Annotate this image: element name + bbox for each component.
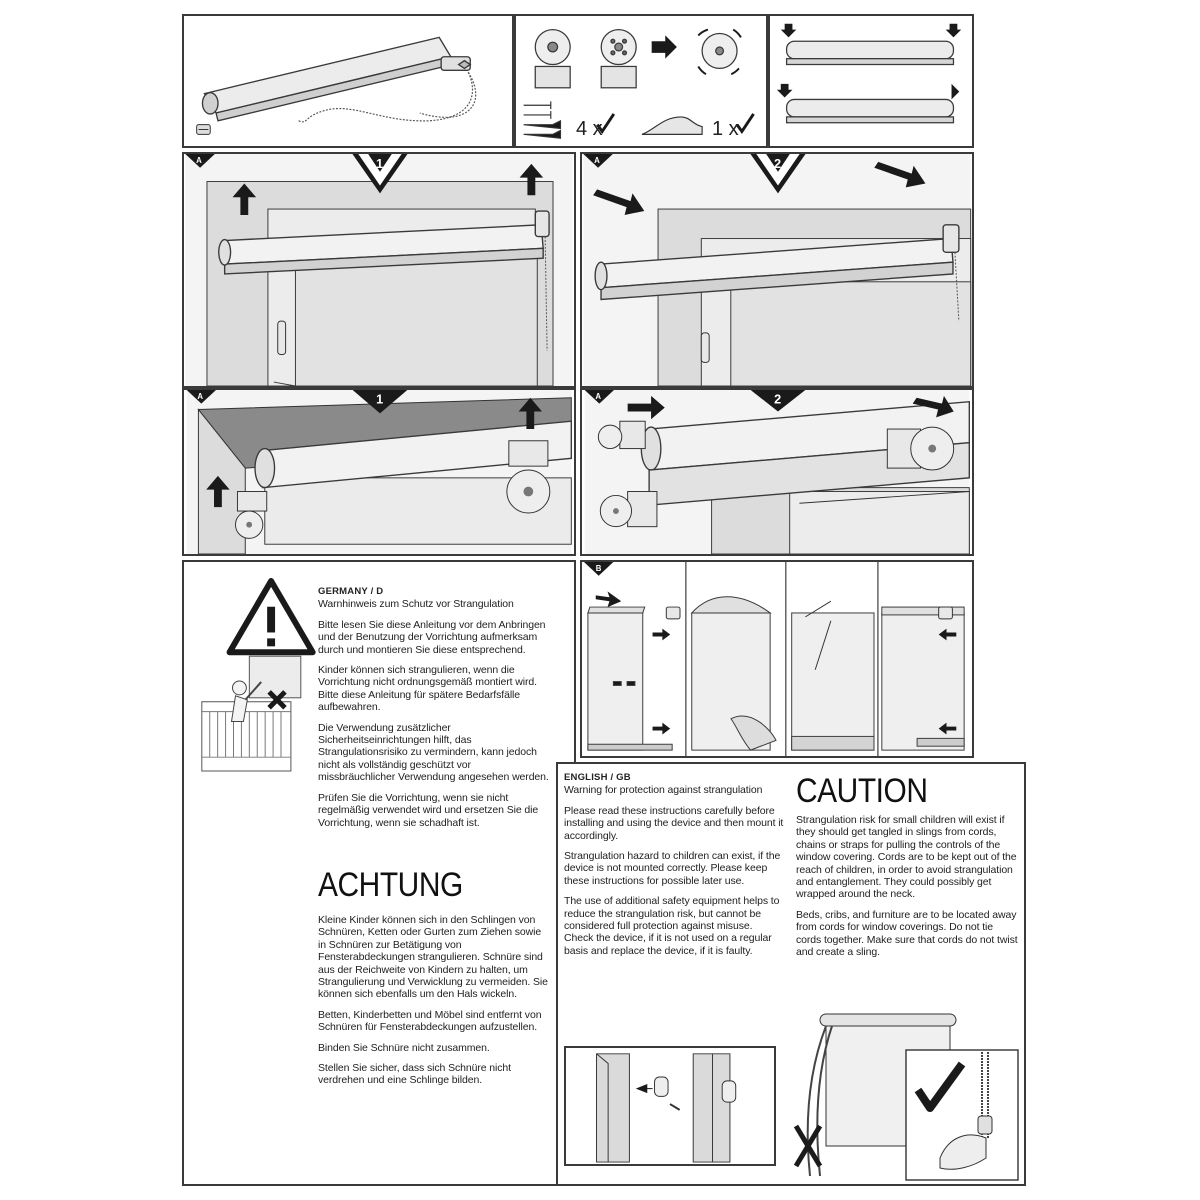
wall-mount-step-2-illustration: 2 A [583,154,972,386]
parts-roller-panel [182,14,514,148]
german-header: GERMANY / D [318,586,384,597]
english-paragraph-5: Beds, cribs, and furniture are to be loc… [796,908,1018,959]
step-b2-panel: 2 A [580,388,974,556]
german-paragraph-5: Kleine Kinder können sich in den Schling… [318,914,548,1001]
lever-quantity: 1 x [712,118,739,140]
german-paragraph-8: Stellen Sie sicher, dass sich Schnüre ni… [318,1062,511,1087]
german-text-block: GERMANY / D Warnhinweis zum Schutz vor S… [318,586,550,837]
roller-orientation-illustration [776,23,962,124]
step-a2-panel: 2 A [580,152,974,388]
english-heading: CAUTION [796,772,928,810]
english-text-block: ENGLISH / GB Warning for protection agai… [564,772,784,965]
german-paragraph-2: Kinder können sich strangulieren, wenn d… [318,664,537,714]
brackets-and-screws-illustration [523,28,755,139]
english-subtitle: Warning for protection against strangula… [564,784,763,797]
ceiling-mount-step-2-illustration: 2 A [584,390,970,554]
ceiling-mount-step-1-illustration: 1 A [186,390,572,554]
german-subtitle: Warnhinweis zum Schutz vor Strangulation [318,598,514,611]
german-heading: ACHTUNG [318,866,463,904]
tension-device-steps-illustration: B [583,562,965,756]
tension-device-panel: B [580,560,974,758]
step-b1-panel: 1 A [182,388,576,556]
step-b2-number: 2 [774,393,781,407]
warning-triangle-and-child-illustration [201,578,316,772]
english-paragraph-2: Strangulation hazard to children can exi… [564,850,781,887]
step-b-letter: B [596,564,602,573]
step-a1-number: 1 [376,156,383,171]
parts-brackets-panel: 4 x 1 x [514,14,768,148]
step-b2-letter: A [595,392,601,401]
german-paragraph-1: Bitte lesen Sie diese Anleitung vor dem … [318,618,546,656]
english-caution-text: Strangulation risk for small children wi… [796,814,1018,966]
step-b1-letter: A [197,392,203,401]
safety-device-wall-illustration [596,1053,737,1163]
english-header: ENGLISH / GB [564,772,631,783]
step-a2-number: 2 [774,156,781,171]
correct-and-wrong-cord-illustration [793,1013,1019,1181]
german-warning-panel: GERMANY / D Warnhinweis zum Schutz vor S… [182,560,576,1186]
english-paragraph-3: The use of additional safety equipment h… [564,895,780,957]
english-paragraph-4: Strangulation risk for small children wi… [796,814,1017,901]
safety-device-mount-inset [564,1046,776,1166]
brackets-quantity: 4 x [576,118,603,140]
step-a1-panel: 1 A [182,152,576,388]
step-b1-number: 1 [376,393,383,407]
german-paragraph-4: Prüfen Sie die Vorrichtung, wenn sie nic… [318,791,539,829]
step-a1-letter: A [196,156,202,165]
english-warning-panel: ENGLISH / GB Warning for protection agai… [556,762,1026,1186]
german-paragraph-6: Betten, Kinderbetten und Möbel sind entf… [318,1008,542,1034]
wall-mount-step-1-illustration: 1 A [185,154,573,386]
german-paragraph-7: Binden Sie Schnüre nicht zusammen. [318,1041,490,1054]
step-a2-letter: A [594,156,600,165]
roller-with-chain-illustration [196,36,477,135]
german-paragraph-3: Die Verwendung zusätzlicher Sicherheitse… [318,721,549,784]
english-paragraph-1: Please read these instructions carefully… [564,804,784,842]
parts-orientation-panel [768,14,974,148]
german-caution-text: Kleine Kinder können sich in den Schling… [318,914,550,1095]
